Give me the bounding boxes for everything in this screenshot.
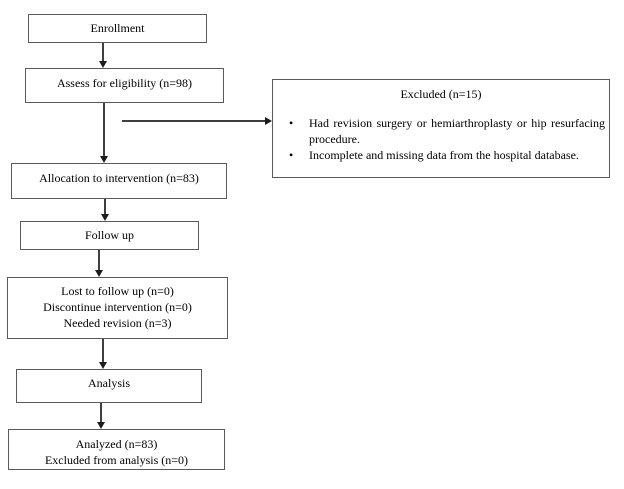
analyzed-line: Analyzed (n=83) xyxy=(75,437,158,451)
flow-box-follow-up: Follow up xyxy=(20,221,199,250)
needed-revision-line: Needed revision (n=3) xyxy=(63,316,172,330)
flow-box-analyzed: Analyzed (n=83) Excluded from analysis (… xyxy=(8,429,225,470)
flow-box-enrollment: Enrollment xyxy=(28,14,207,43)
arrow-assess-to-allocation xyxy=(103,103,105,156)
analysis-label: Analysis xyxy=(88,376,130,390)
excluded-title: Excluded (n=15) xyxy=(400,87,482,101)
excluded-reason-text: Had revision surgery or hemiarthroplasty… xyxy=(309,116,605,146)
bullet-icon: • xyxy=(289,148,294,162)
arrow-enrollment-to-assess xyxy=(102,43,104,61)
assess-eligibility-label: Assess for eligibility (n=98) xyxy=(56,76,193,90)
lost-to-followup-line: Lost to follow up (n=0) xyxy=(61,284,174,298)
discontinue-intervention-line: Discontinue intervention (n=0) xyxy=(43,300,192,314)
bullet-icon: • xyxy=(289,116,294,130)
excluded-from-analysis-line: Excluded from analysis (n=0) xyxy=(44,453,189,467)
arrow-allocation-to-followup xyxy=(104,199,106,214)
arrow-followup-to-outcomes xyxy=(98,250,100,270)
arrowhead-down-icon xyxy=(99,61,107,68)
flow-box-followup-outcomes: Lost to follow up (n=0) Discontinue inte… xyxy=(7,277,228,339)
arrow-branch-to-excluded xyxy=(122,120,265,122)
flow-box-analysis: Analysis xyxy=(16,369,202,403)
arrowhead-down-icon xyxy=(101,214,109,221)
flow-box-allocation: Allocation to intervention (n=83) xyxy=(11,163,227,199)
excluded-reasons-list: • Had revision surgery or hemiarthroplas… xyxy=(273,115,609,163)
arrowhead-down-icon xyxy=(97,422,105,429)
arrow-analysis-to-analyzed xyxy=(100,403,102,422)
flow-box-assess-eligibility: Assess for eligibility (n=98) xyxy=(25,68,224,103)
enrollment-label: Enrollment xyxy=(90,21,145,35)
arrowhead-right-icon xyxy=(265,117,272,125)
allocation-label: Allocation to intervention (n=83) xyxy=(39,171,199,185)
arrowhead-down-icon xyxy=(100,156,108,163)
follow-up-label: Follow up xyxy=(84,228,134,242)
flow-box-excluded: Excluded (n=15) • Had revision surgery o… xyxy=(272,79,610,178)
excluded-bullet-item: • Incomplete and missing data from the h… xyxy=(289,147,605,163)
arrowhead-down-icon xyxy=(99,362,107,369)
excluded-bullet-item: • Had revision surgery or hemiarthroplas… xyxy=(289,115,605,147)
arrowhead-down-icon xyxy=(95,270,103,277)
arrow-outcomes-to-analysis xyxy=(102,339,104,362)
excluded-reason-text: Incomplete and missing data from the hos… xyxy=(309,148,579,162)
